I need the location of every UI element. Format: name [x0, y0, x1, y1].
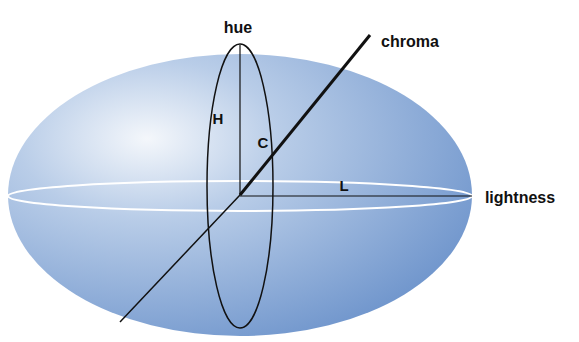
axis-label: H: [213, 111, 224, 126]
axis-label: chroma: [381, 34, 439, 50]
axis-label: hue: [224, 20, 252, 36]
lightness-axis: [240, 195, 472, 196]
hue-axis: [239, 45, 240, 195]
chroma-axis: [240, 35, 370, 195]
axis-label: lightness: [485, 190, 555, 206]
axis-label: L: [339, 178, 348, 193]
axis-label: C: [258, 135, 269, 150]
hue-ring: [207, 44, 273, 328]
chroma-axis-back: [120, 195, 240, 322]
